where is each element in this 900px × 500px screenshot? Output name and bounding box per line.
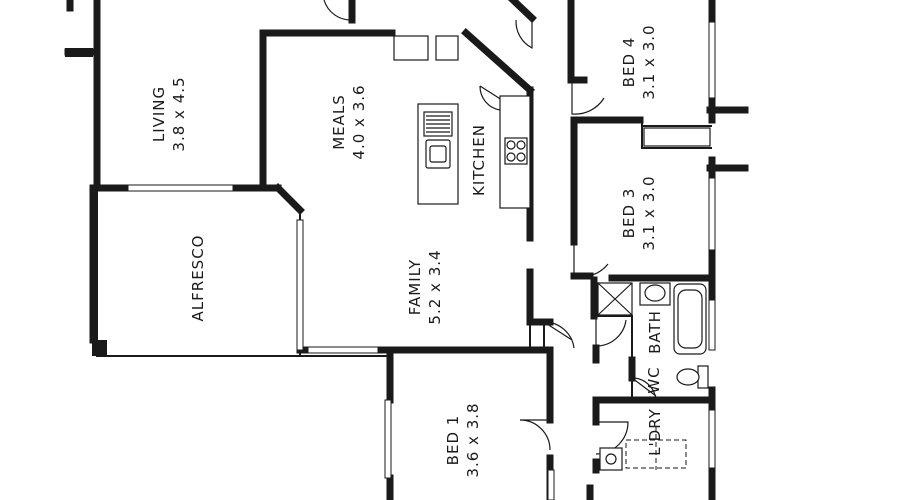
door-swing [573,242,609,278]
room-name-alfresco: ALFRESCO [189,235,207,322]
windows [127,21,716,500]
door-swing [515,18,533,49]
room-dims-bed4: 3.1 x 3.0 [640,24,658,99]
fixtures [393,35,711,471]
room-name-meals: MEALS [330,94,348,150]
door-swing [323,0,353,21]
window-bed3 [708,177,716,251]
room-name-bed3: BED 3 [620,188,638,239]
door-swing [631,377,657,401]
room-dims-living: 3.8 x 4.5 [170,76,188,151]
window-laundry [708,409,716,469]
window-family-bottom [307,346,379,354]
room-name-family: FAMILY [406,259,424,315]
room-dims-family: 5.2 x 3.4 [426,249,444,324]
door-swing [479,85,503,111]
doors [323,0,657,455]
door-swing [571,80,605,115]
window-bed1-right [547,469,555,500]
washer-space [625,439,687,469]
room-name-wc: WC [645,366,663,393]
window-bed4 [708,21,716,99]
room-name-bath: BATH [646,310,664,354]
room-labels: LIVING 3.8 x 4.5 MEALS 4.0 x 3.6 KITCHEN… [150,24,664,477]
room-name-bed1: BED 1 [444,415,462,466]
room-dims-meals: 4.0 x 3.6 [350,84,368,159]
door-swing [519,419,551,451]
fridge [393,35,429,61]
linen-cupboard [643,127,711,147]
corner-post [92,340,107,356]
pantry [435,35,459,61]
door-swing [595,316,627,347]
room-name-bed4: BED 4 [620,37,638,88]
window-alfresco-right [296,219,304,351]
room-name-kitchen: KITCHEN [470,124,488,196]
room-dims-bed3: 3.1 x 3.0 [640,175,658,250]
wall-stub [65,48,93,57]
window-bath [708,299,716,351]
door-swing [543,321,575,349]
room-name-laundry: L'DRY [646,408,664,456]
room-name-living: LIVING [150,86,168,142]
window-alfresco-top [127,184,234,192]
toilet-bowl [676,368,700,386]
window-bed1 [384,399,392,479]
room-dims-bed1: 3.6 x 3.8 [464,402,482,477]
